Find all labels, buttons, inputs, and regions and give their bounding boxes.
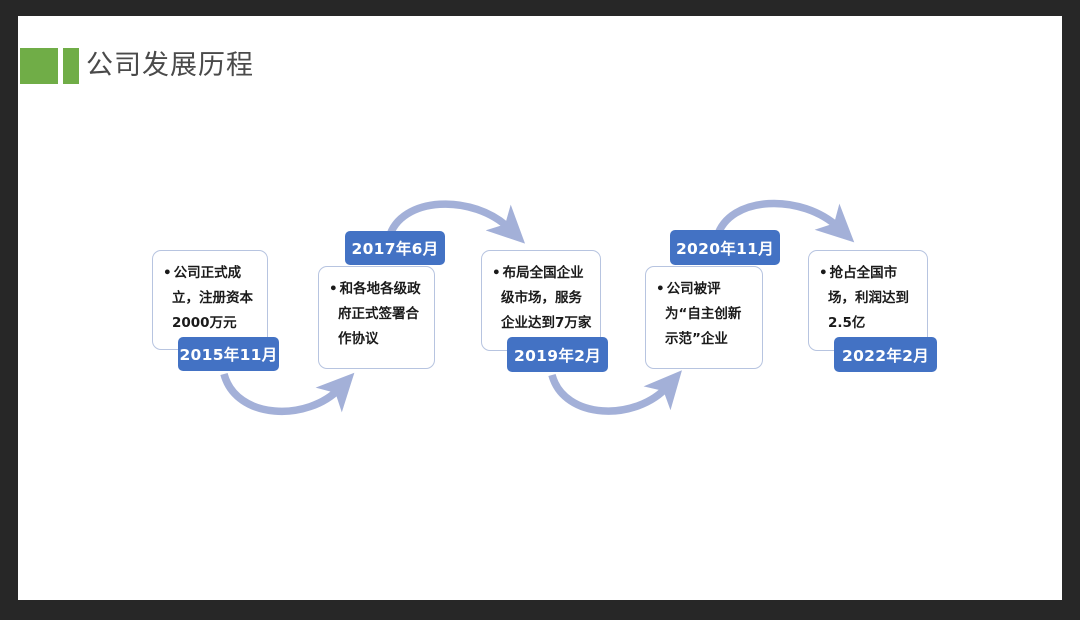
timeline-card-1[interactable]: 公司正式成立，注册资本2000万元 <box>152 250 268 350</box>
connector-arc-2-3 <box>220 372 355 416</box>
timeline-card-5[interactable]: 抢占全国市场，利润达到2.5亿 <box>808 250 928 351</box>
connector-arc-4-5 <box>548 370 682 415</box>
timeline-date-badge-5[interactable]: 2022年2月 <box>834 337 937 372</box>
timeline-date-badge-1[interactable]: 2015年11月 <box>178 337 279 371</box>
title-accent-block-wide <box>20 48 58 84</box>
timeline-diagram: 公司正式成立，注册资本2000万元 2015年11月 和各地各级政府正式签署合作… <box>18 16 1062 600</box>
timeline-card-text-1: 公司正式成立，注册资本2000万元 <box>163 261 259 336</box>
timeline-card-text-5: 抢占全国市场，利润达到2.5亿 <box>819 261 919 336</box>
timeline-card-text-2: 和各地各级政府正式签署合作协议 <box>329 277 426 352</box>
slide-header: 公司发展历程 <box>18 48 1062 92</box>
timeline-date-badge-2[interactable]: 2017年6月 <box>345 231 445 265</box>
timeline-card-4[interactable]: 公司被评为“自主创新示范”企业 <box>645 266 763 369</box>
timeline-card-text-3: 布局全国企业级市场，服务企业达到7万家 <box>492 261 592 336</box>
timeline-card-2[interactable]: 和各地各级政府正式签署合作协议 <box>318 266 435 369</box>
title-accent-block-thin <box>63 48 79 84</box>
timeline-card-3[interactable]: 布局全国企业级市场，服务企业达到7万家 <box>481 250 601 351</box>
slide-canvas: 公司发展历程 <box>18 16 1062 600</box>
timeline-date-badge-4[interactable]: 2020年11月 <box>670 230 780 265</box>
page-title: 公司发展历程 <box>86 50 254 81</box>
timeline-date-badge-3[interactable]: 2019年2月 <box>507 337 608 372</box>
timeline-card-text-4: 公司被评为“自主创新示范”企业 <box>656 277 754 352</box>
